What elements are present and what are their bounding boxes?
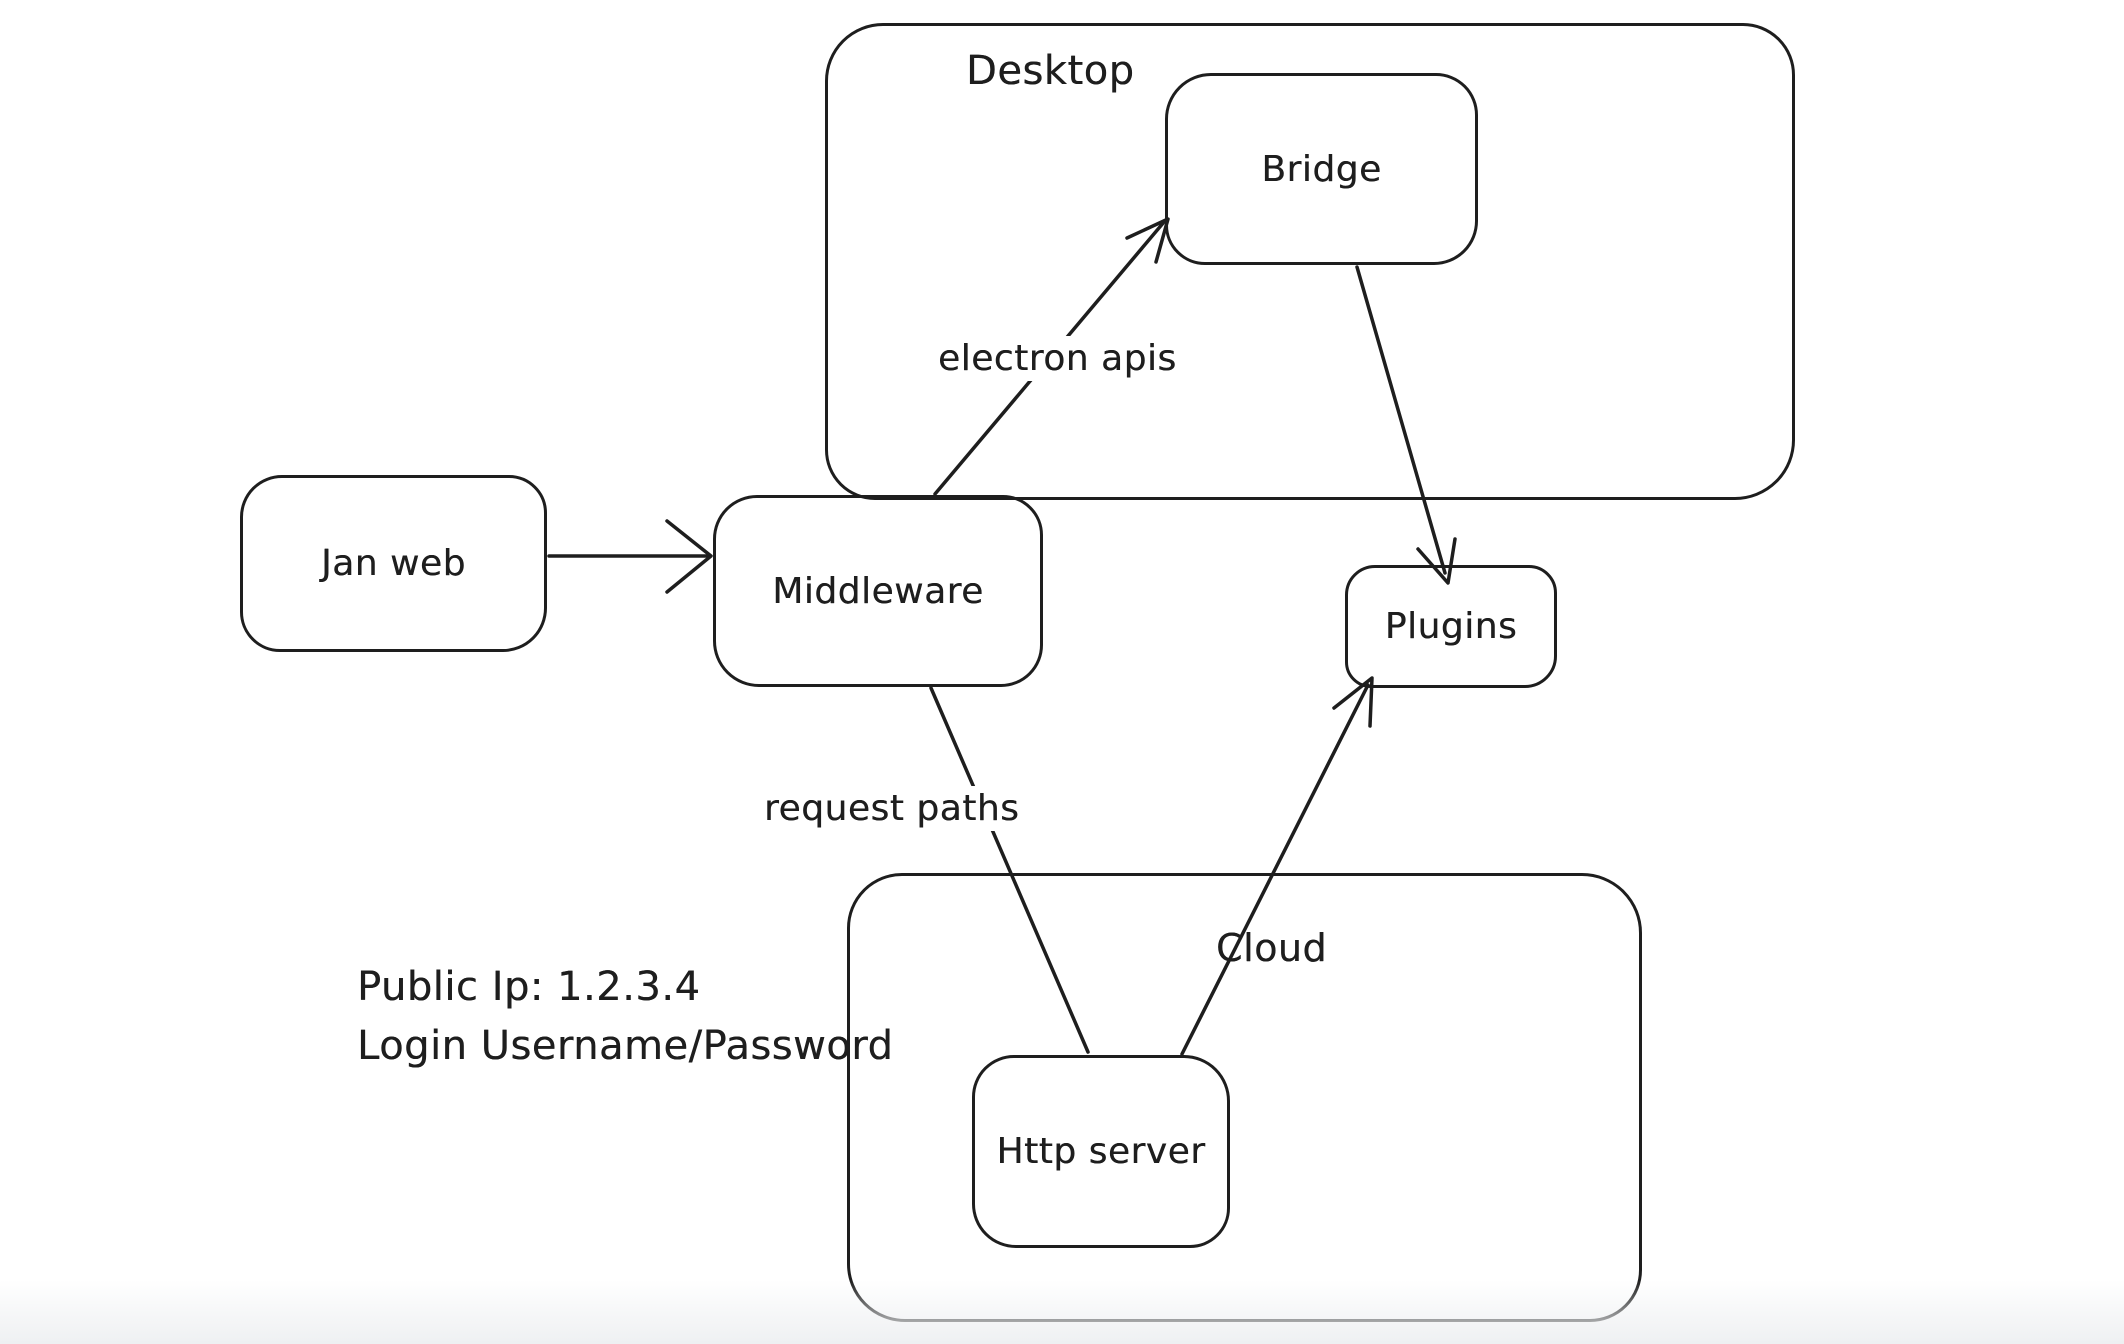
container-desktop-label: Desktop xyxy=(966,48,1135,94)
arrow-http-server-to-plugins[interactable] xyxy=(1180,676,1374,1056)
arrow-bridge-to-plugins[interactable] xyxy=(1355,265,1457,585)
node-bridge-label: Bridge xyxy=(1261,148,1382,190)
annotation-public-ip: Public Ip: 1.2.3.4 xyxy=(357,964,701,1010)
arrow-shaft[interactable] xyxy=(929,686,1090,1054)
node-http-server[interactable]: Http server xyxy=(972,1055,1230,1248)
container-desktop[interactable] xyxy=(825,23,1795,500)
node-http-server-label: Http server xyxy=(996,1131,1206,1172)
node-middleware-label: Middleware xyxy=(772,570,984,612)
node-jan-web[interactable]: Jan web xyxy=(240,475,547,652)
node-plugins-label: Plugins xyxy=(1384,606,1518,647)
arrow-jan-web-to-middleware[interactable] xyxy=(547,519,713,594)
node-bridge[interactable]: Bridge xyxy=(1165,73,1478,265)
node-middleware[interactable]: Middleware xyxy=(713,495,1043,687)
arrowhead xyxy=(1416,537,1457,585)
edge-label-electron-apis[interactable]: electron apis xyxy=(928,336,1187,381)
line-middleware-to-http-server[interactable] xyxy=(929,686,1090,1054)
arrow-shaft[interactable] xyxy=(1180,683,1370,1056)
node-plugins[interactable]: Plugins xyxy=(1345,565,1557,688)
annotation-login: Login Username/Password xyxy=(357,1023,894,1069)
arrowhead xyxy=(665,519,713,594)
annotation-credentials[interactable]: Public Ip: 1.2.3.4 Login Username/Passwo… xyxy=(357,958,893,1076)
edge-label-request-paths[interactable]: request paths xyxy=(754,786,1030,831)
node-jan-web-label: Jan web xyxy=(321,543,466,584)
arrow-shaft[interactable] xyxy=(1355,265,1447,575)
